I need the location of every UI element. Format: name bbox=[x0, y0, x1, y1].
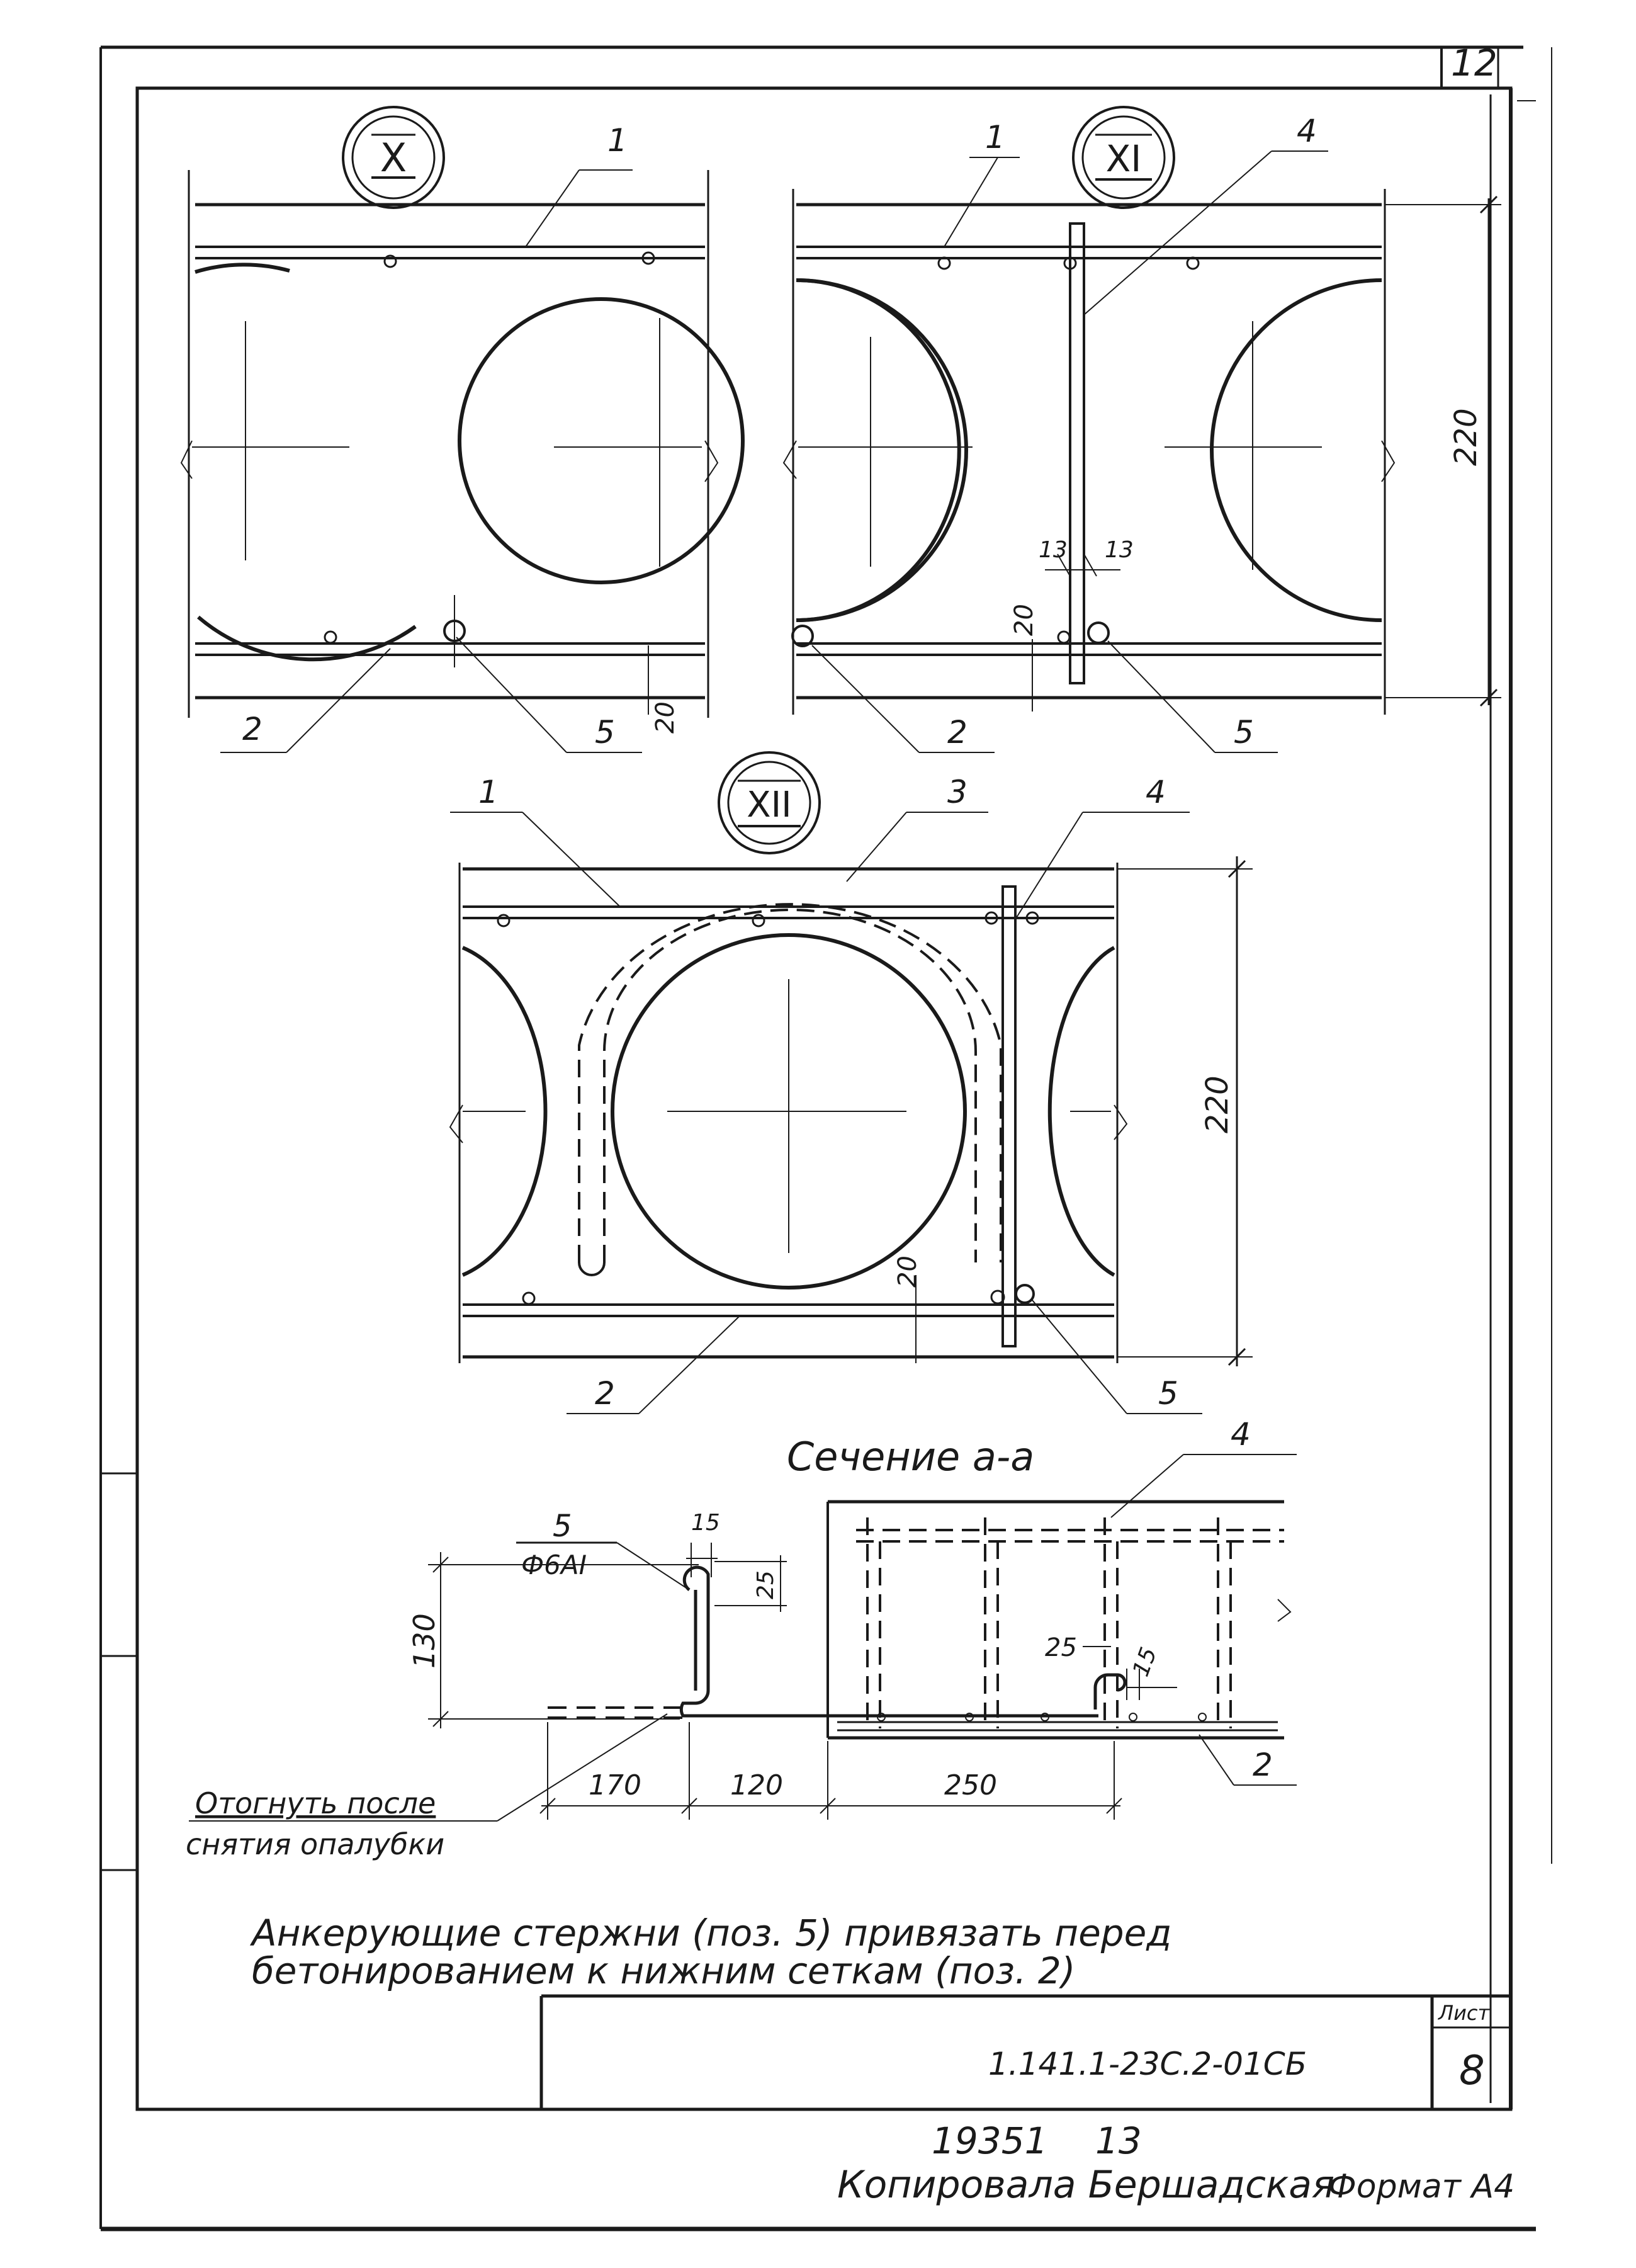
sheet-frame bbox=[99, 45, 1552, 2231]
view-xii-label-5: 5 bbox=[1158, 1375, 1178, 1412]
section-bottom-mesh bbox=[837, 1713, 1278, 1732]
view-x-mark: X bbox=[380, 135, 407, 181]
section-label-4: 4 bbox=[1231, 1416, 1251, 1453]
section-dim-15a: 15 bbox=[691, 1510, 720, 1536]
section-anchor-bar-5 bbox=[548, 1565, 1098, 1719]
section-dim-170: 170 bbox=[589, 1769, 641, 1801]
view-xi-label-2: 2 bbox=[947, 714, 967, 751]
view-xi-label-4: 4 bbox=[1297, 113, 1317, 149]
view-xi-dim-gap-left: 13 bbox=[1039, 537, 1068, 563]
inventory-number: 19351 bbox=[932, 2119, 1048, 2162]
view-xii: XII 20 bbox=[449, 751, 1253, 1414]
view-x-label-5: 5 bbox=[595, 714, 615, 751]
section-dim-15b: 15 bbox=[1128, 1644, 1162, 1680]
inventory-sub: 13 bbox=[1095, 2119, 1142, 2162]
section-label-2: 2 bbox=[1253, 1747, 1273, 1783]
section-title: Сечение а-а bbox=[787, 1434, 1034, 1480]
sheet-number: 8 bbox=[1459, 2048, 1485, 2094]
view-xii-dim-cover: 20 bbox=[893, 1256, 922, 1288]
view-xi-dim-gap-right: 13 bbox=[1105, 537, 1134, 563]
section-inner-hook bbox=[1093, 1673, 1127, 1710]
section-bend-note-1: Отогнуть после bbox=[195, 1786, 436, 1820]
view-xi-mark-outer-circle bbox=[1072, 106, 1175, 209]
section-dim-25b: 25 bbox=[1045, 1633, 1077, 1662]
view-xii-label-1: 1 bbox=[478, 774, 499, 810]
section-mesh-dashed bbox=[856, 1517, 1284, 1728]
section-slab-outline bbox=[826, 1500, 1292, 1740]
format-label: Формат А4 bbox=[1328, 2168, 1515, 2206]
document-code: 1.141.1-23С.2-01СБ bbox=[988, 2046, 1307, 2082]
view-xii-anchor-bar-5 bbox=[1015, 1284, 1035, 1304]
copy-stamp: 19351 13 Копировала Бершадская Формат А4 bbox=[837, 2119, 1515, 2207]
section-label-5: 5 bbox=[553, 1509, 572, 1544]
sheet-label: Лист bbox=[1438, 2001, 1490, 2025]
view-xii-label-4: 4 bbox=[1146, 774, 1166, 810]
section-dim-25a: 25 bbox=[753, 1570, 779, 1599]
view-xii-vertical-bar-4 bbox=[1001, 885, 1017, 1347]
section-bend-note-2: снятия опалубки bbox=[186, 1827, 444, 1861]
view-xi-vertical-bar-4 bbox=[1069, 222, 1085, 684]
title-block: Лист 8 1.141.1-23С.2-01СБ bbox=[539, 1994, 1511, 2109]
view-xi-label-5: 5 bbox=[1234, 714, 1254, 751]
section-dim-120: 120 bbox=[730, 1769, 783, 1801]
copied-by: Копировала Бершадская bbox=[837, 2163, 1334, 2207]
general-notes: Анкерующие стержни (поз. 5) привязать пе… bbox=[249, 1912, 1171, 1992]
view-x-mark-outer-circle bbox=[342, 106, 445, 209]
view-xii-label-2: 2 bbox=[595, 1375, 615, 1412]
section-a-a: Сечение а-а 4 bbox=[186, 1416, 1297, 1861]
view-xii-loop-bar-3 bbox=[578, 903, 1002, 1276]
view-x-dim-cover: 20 bbox=[651, 701, 680, 734]
view-xii-mark: XII bbox=[747, 785, 791, 825]
view-xi-anchor-bar-5 bbox=[1087, 621, 1110, 644]
view-xi: XI 13 13 20 bbox=[782, 106, 1501, 753]
view-xii-dim-height: 220 bbox=[1200, 1075, 1235, 1133]
section-dim-130: 130 bbox=[407, 1613, 441, 1669]
view-xii-mark-outer-circle bbox=[718, 751, 821, 854]
view-x-label-1: 1 bbox=[607, 122, 628, 159]
view-x: X 1 2 5 20 bbox=[180, 106, 745, 753]
note-line-1: Анкерующие стержни (поз. 5) привязать пе… bbox=[249, 1912, 1171, 1954]
section-dim-250: 250 bbox=[944, 1769, 997, 1801]
view-xi-dim-height: 220 bbox=[1448, 408, 1484, 466]
view-xi-label-1: 1 bbox=[985, 119, 1005, 156]
note-line-2: бетонированием к нижним сеткам (поз. 2) bbox=[252, 1949, 1075, 1992]
corner-sheet-number: 12 bbox=[1451, 42, 1498, 84]
view-x-label-2: 2 bbox=[242, 711, 262, 747]
view-xi-mark: XI bbox=[1106, 137, 1142, 180]
view-xi-dim-cover: 20 bbox=[1010, 604, 1039, 636]
view-xii-label-3: 3 bbox=[947, 774, 967, 810]
